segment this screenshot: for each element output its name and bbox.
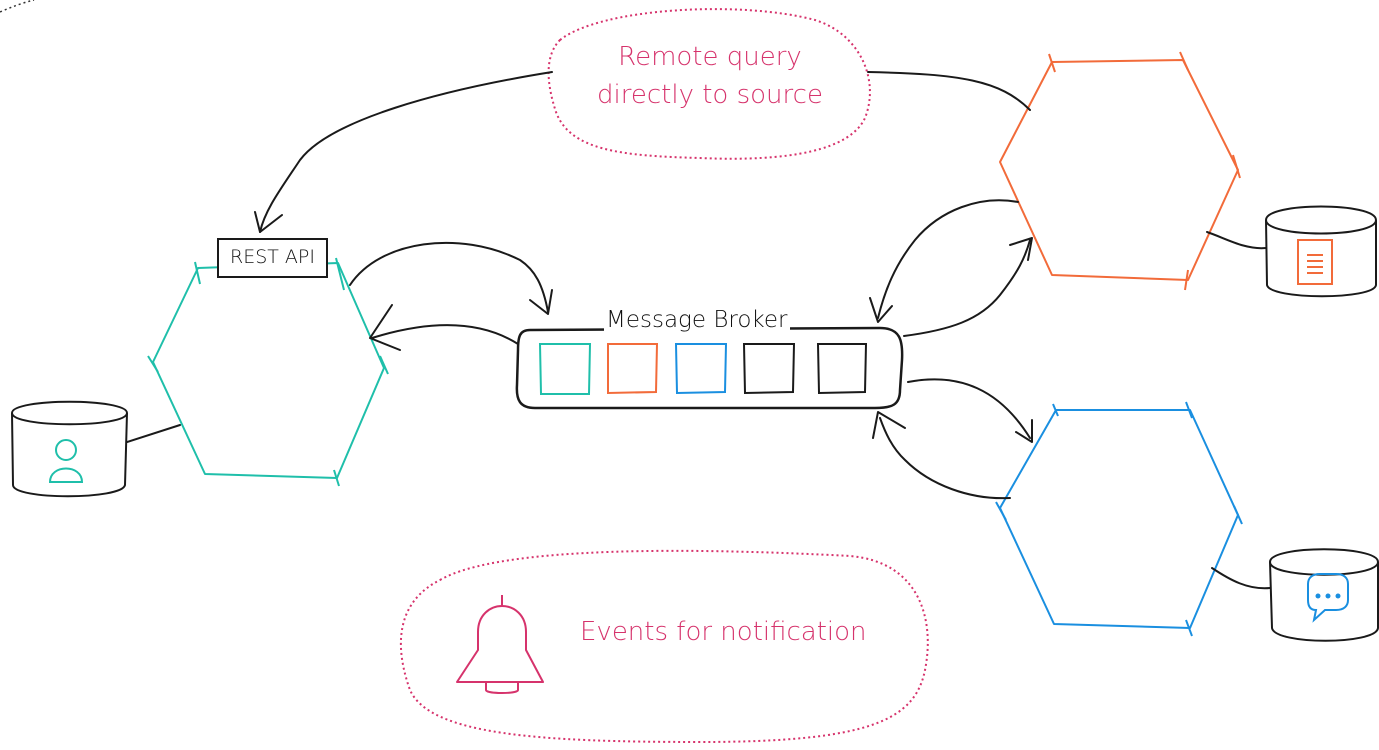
broker-to-orange-service-arrowhead (1009, 237, 1033, 261)
remote-query-cloud (547, 8, 871, 160)
bottom-right-service-hexagon (999, 409, 1239, 629)
events-cloud (399, 549, 929, 744)
queue-item-blue (674, 343, 728, 395)
queue-items (538, 343, 868, 395)
bottom-right-db-connector (1211, 567, 1271, 590)
queue-item-teal (538, 343, 592, 395)
broker-to-orange-service-arrow (903, 239, 1031, 337)
remote-query-line-1: Remote query (618, 42, 802, 72)
broker-to-blue-service-arrow (907, 378, 1031, 439)
user-icon (48, 439, 84, 483)
broker-to-blue-service-arrowhead (1015, 419, 1033, 443)
top-right-database (1264, 205, 1378, 298)
blue-service-to-broker-arrowhead (872, 411, 906, 439)
service-to-broker-arrowhead (529, 289, 553, 315)
remote-query-arrow-right (867, 71, 1031, 111)
rest-api-label: REST API (217, 238, 328, 278)
blue-service-to-broker-arrow (879, 417, 1011, 500)
corner-dotted-arc (0, 0, 35, 13)
top-right-service-hexagon (999, 59, 1239, 281)
left-service-hexagon (152, 262, 385, 479)
queue-item-orange (607, 343, 659, 395)
remote-query-arrow-left (259, 71, 553, 233)
broker-to-left-service-arrowhead (369, 304, 401, 351)
orange-service-to-broker-arrowhead (869, 297, 893, 323)
queue-item-black-2 (816, 343, 868, 395)
bell-icon (456, 595, 544, 694)
chat-bubble-icon (1307, 573, 1349, 623)
top-right-db-connector (1206, 231, 1267, 250)
orange-service-to-broker-arrow (877, 199, 1019, 319)
bottom-right-database (1268, 548, 1379, 642)
left-db-connector (126, 424, 181, 443)
remote-query-cloud-label: Remote query directly to source (560, 38, 860, 114)
message-broker-label: Message Broker (604, 307, 790, 333)
remote-query-line-2: directly to source (597, 80, 823, 110)
service-to-broker-arrow (349, 241, 549, 313)
queue-item-black-1 (742, 343, 796, 395)
document-icon (1297, 239, 1333, 285)
message-broker-box (515, 326, 904, 410)
rest-api-arrowhead (254, 211, 283, 233)
events-cloud-label: Events for notification (580, 617, 867, 647)
broker-to-left-service-arrow (371, 324, 519, 345)
left-database (10, 400, 129, 498)
